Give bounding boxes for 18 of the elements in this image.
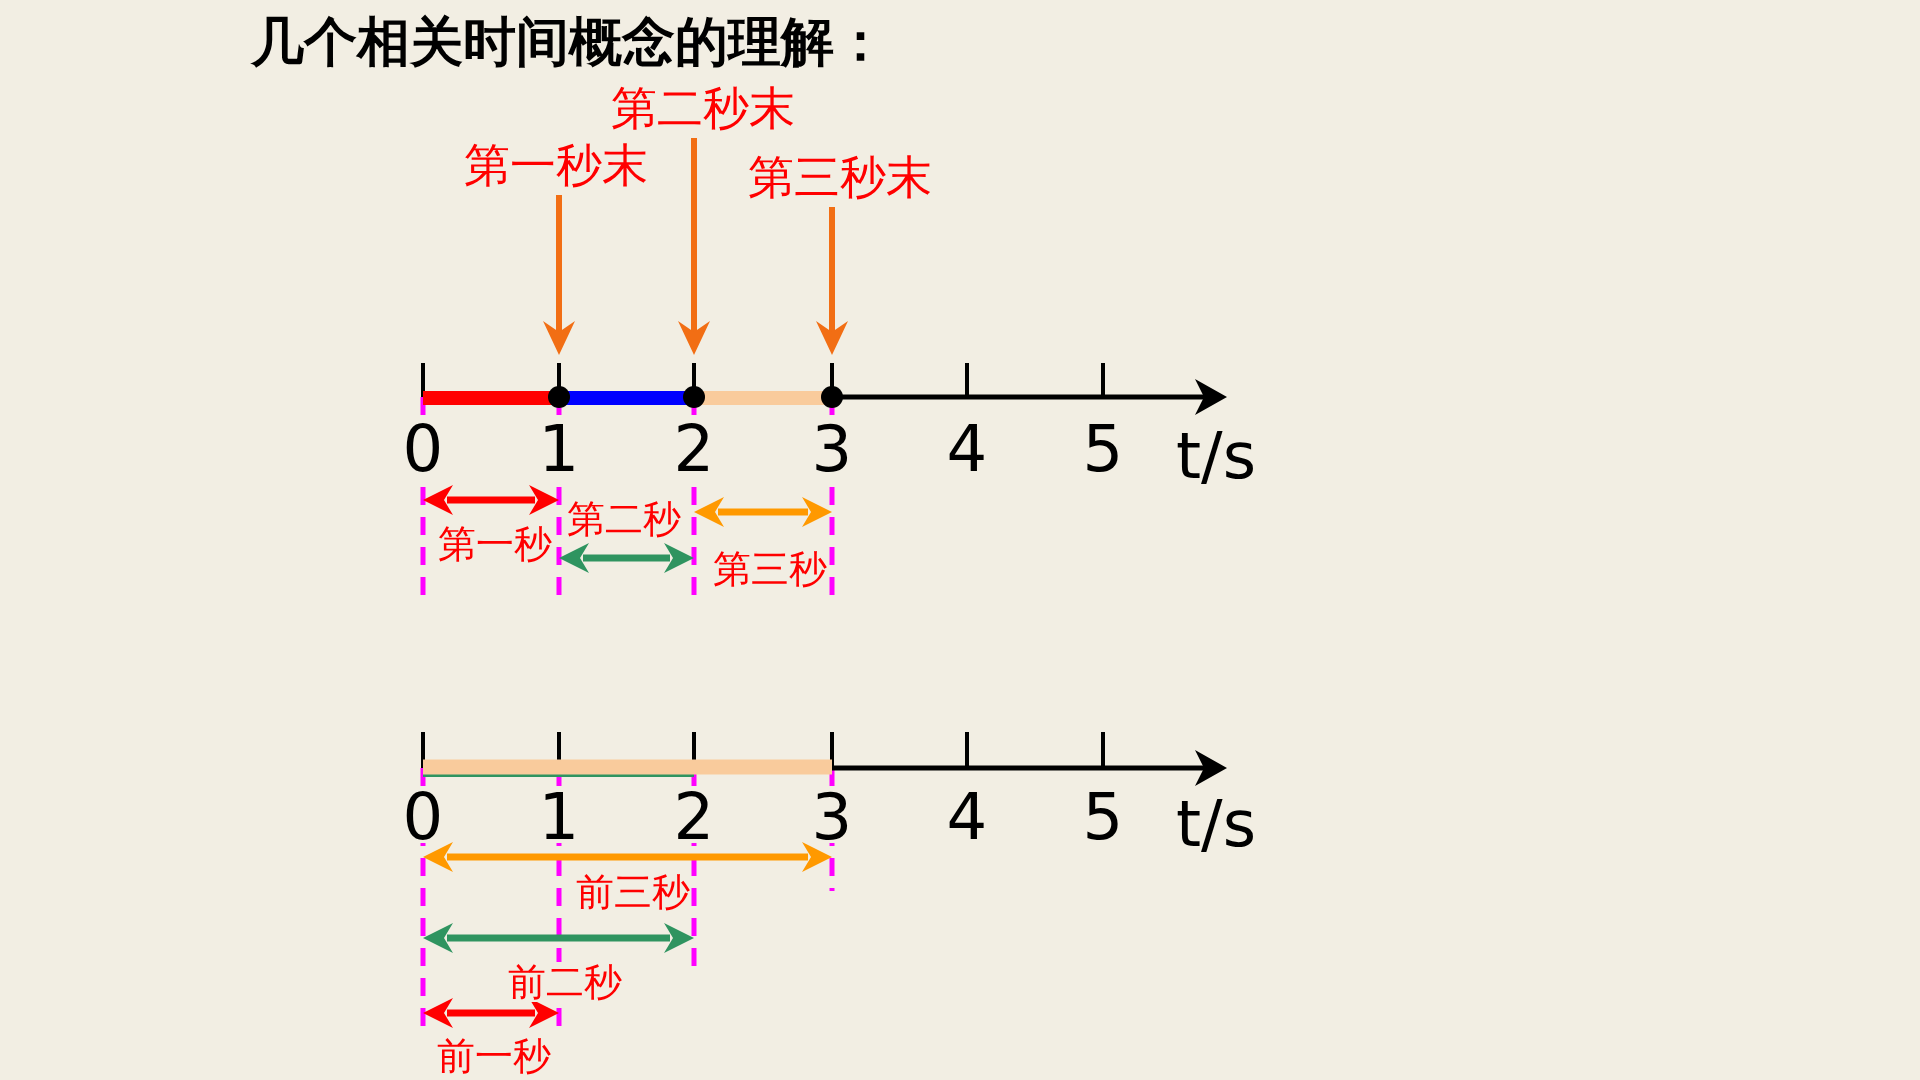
interval-label: 第二秒	[567, 499, 681, 539]
dot	[683, 386, 705, 408]
callout-label: 第一秒末	[464, 141, 648, 189]
interval-label: 前二秒	[508, 962, 622, 1002]
dot	[821, 386, 843, 408]
callout-label: 第二秒末	[611, 84, 795, 132]
interval-label: 前三秒	[576, 872, 690, 912]
interval-label: 前一秒	[437, 1036, 551, 1076]
callout-label: 第三秒末	[748, 153, 932, 201]
dot	[548, 386, 570, 408]
arrow	[543, 195, 575, 355]
axis-label: t/s	[1176, 424, 1256, 488]
title: 几个相关时间概念的理解：	[251, 13, 887, 69]
interval-label: 第一秒	[438, 524, 552, 564]
arrow	[816, 207, 848, 355]
interval-label: 第三秒	[713, 549, 827, 589]
arrow	[678, 138, 710, 355]
axis-label: t/s	[1176, 792, 1256, 856]
